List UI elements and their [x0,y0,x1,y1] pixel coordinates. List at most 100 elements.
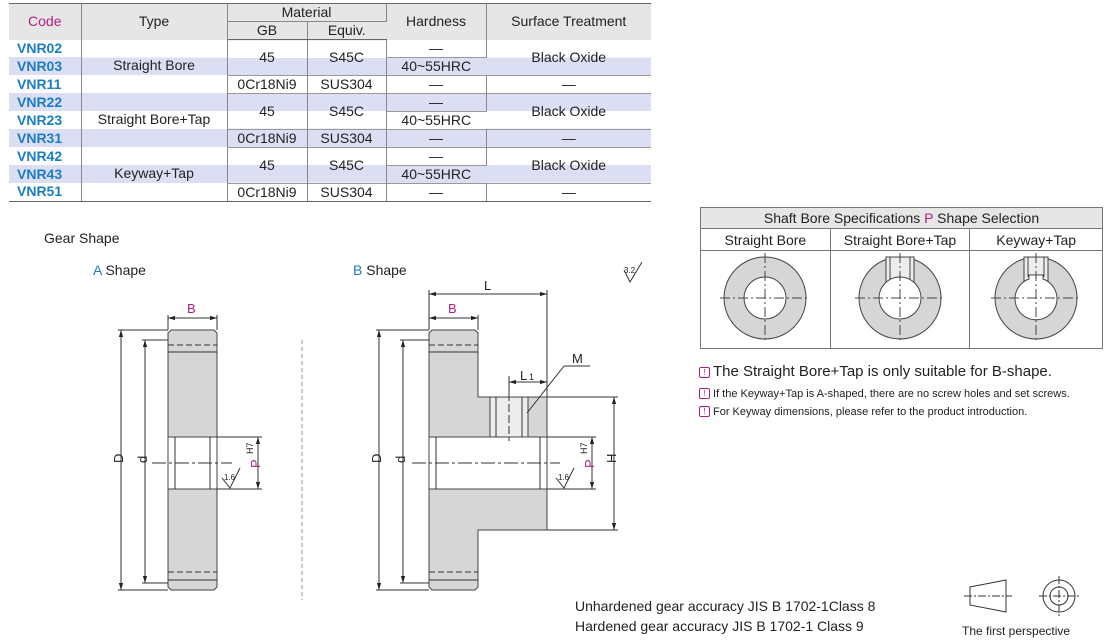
table-row: VNR31 0Cr18Ni9 SUS304 — — [9,128,651,147]
header-equiv: Equiv. [307,21,386,40]
dim-D-label-a: D [111,454,126,463]
note-1: !The Straight Bore+Tap is only suitable … [699,363,1052,380]
surface-cell: Black Oxide [486,146,651,183]
dim-d-label-b: d [393,456,408,463]
hardness-cell: — [386,74,487,93]
table-row: VNR23 40~55HRC [9,111,651,129]
dim-h-label: H [604,454,619,463]
roughness-b: 1.6 [558,473,570,482]
table-row: VNR02 Straight Bore 45 S45C — Black Oxid… [9,39,651,75]
bore-title-pre: Shaft Bore Specifications [763,210,925,226]
b-shape-drawing [376,261,643,591]
bore-spec-table: Shaft Bore Specifications P Shape Select… [700,207,1103,349]
dim-p-sub-b: H7 [579,442,589,454]
surface-cell: Black Oxide [486,92,651,129]
table-row: VNR51 0Cr18Ni9 SUS304 — — [9,182,651,202]
first-angle-projection-icon [964,576,1079,616]
bore-title-post: Shape Selection [933,210,1040,226]
a-shape-text: Shape [101,262,146,278]
hardness-cell: 40~55HRC [401,111,472,128]
dim-l1-label: L [520,368,527,383]
roughness-a: 1.6 [224,473,236,482]
dim-m-label: M [572,351,583,366]
type-cell-empty [81,75,228,93]
gb-cell: 0Cr18Ni9 [227,128,308,147]
material-table: Code Type Material Hardness Surface Trea… [9,3,651,202]
hardness-cell: 40~55HRC [386,165,486,183]
type-cell: Straight Bore+Tap [81,93,228,129]
surface-cell: — [486,182,651,202]
equiv-cell: S45C [307,146,387,183]
type-cell-empty [81,183,228,202]
header-material: Material [227,3,387,22]
table-row: VNR03 40~55HRC [9,57,651,75]
a-shape-label: A Shape [93,262,146,278]
code-cell: VNR02 [9,39,82,57]
dim-d-label-a: d [135,456,150,463]
perspective-label: The first perspective [962,624,1071,638]
hardness-cell: — [386,39,487,58]
table-row: VNR42 Keyway+Tap 45 S45C — Black Oxide [9,146,651,183]
gear-drawings: B D d P H7 1.6 [111,261,643,600]
straight-bore-tap-image [829,250,971,349]
warning-icon: ! [699,388,710,399]
equiv-cell: S45C [307,92,387,129]
header-type: Type [81,3,228,40]
accuracy-hardened: Hardened gear accuracy JIS B 1702-1 Clas… [575,618,864,634]
header-hardness: Hardness [386,3,487,40]
hardness-cell: — [386,92,487,112]
table-row: VNR43 40~55HRC [9,165,651,183]
dim-l-label: L [484,278,491,293]
type-cell: Keyway+Tap [81,147,228,183]
hardness-cell: — [386,146,487,166]
surface-cell: — [486,128,651,147]
dim-p-label-a: P [248,459,263,468]
keyway-tap-image [969,250,1103,349]
code-cell: VNR51 [9,183,82,202]
dim-l1-sub: 1 [529,372,534,382]
note-3: !For Keyway dimensions, please refer to … [699,406,1027,418]
header-code: Code [9,3,82,40]
gb-cell: 0Cr18Ni9 [227,182,308,202]
dim-D-label-b: D [369,454,384,463]
b-shape-text: Shape [362,262,407,278]
bore-title-p: P [924,210,934,226]
note-2-text: If the Keyway+Tap is A-shaped, there are… [713,388,1070,400]
warning-icon: ! [699,406,710,417]
dim-p-label-b: P [582,459,597,468]
dim-b-label-b: B [448,301,457,316]
note-1-text: The Straight Bore+Tap is only suitable f… [713,363,1052,380]
b-shape-label: B Shape [353,262,407,278]
type-cell: Straight Bore [81,39,228,75]
gb-cell: 45 [227,39,308,75]
bore-col-straight: Straight Bore [700,228,831,251]
bore-spec-title: Shaft Bore Specifications P Shape Select… [700,207,1103,229]
gear-shape-title: Gear Shape [44,230,120,246]
code-cell: VNR42 [9,147,82,165]
gb-cell: 45 [227,146,308,183]
warning-icon: ! [699,367,710,378]
note-3-text: For Keyway dimensions, please refer to t… [713,406,1028,418]
roughness-general: 3.2 [624,266,636,275]
code-cell: VNR03 [9,57,82,75]
dim-p-sub-a: H7 [245,442,255,454]
code-cell: VNR22 [9,93,82,111]
table-row: VNR22 Straight Bore+Tap 45 S45C — Black … [9,92,651,129]
gb-cell: 0Cr18Ni9 [227,74,308,93]
code-cell: VNR43 [9,165,82,183]
surface-cell: — [486,74,651,93]
a-shape-prefix: A [93,262,102,278]
type-cell-empty [81,129,228,147]
a-shape-drawing [118,315,262,591]
code-cell: VNR23 [9,111,82,129]
header-gb: GB [227,21,308,40]
code-cell: VNR31 [9,129,82,147]
hardness-cell: — [386,182,487,202]
equiv-cell: SUS304 [307,128,387,147]
dim-b-label-a: B [187,301,196,316]
bore-col-keyway-tap: Keyway+Tap [969,228,1103,251]
bore-col-straight-tap: Straight Bore+Tap [829,228,971,251]
equiv-cell: S45C [307,39,387,75]
hardness-cell: — [386,128,487,147]
accuracy-unhardened: Unhardened gear accuracy JIS B 1702-1Cla… [575,598,876,614]
